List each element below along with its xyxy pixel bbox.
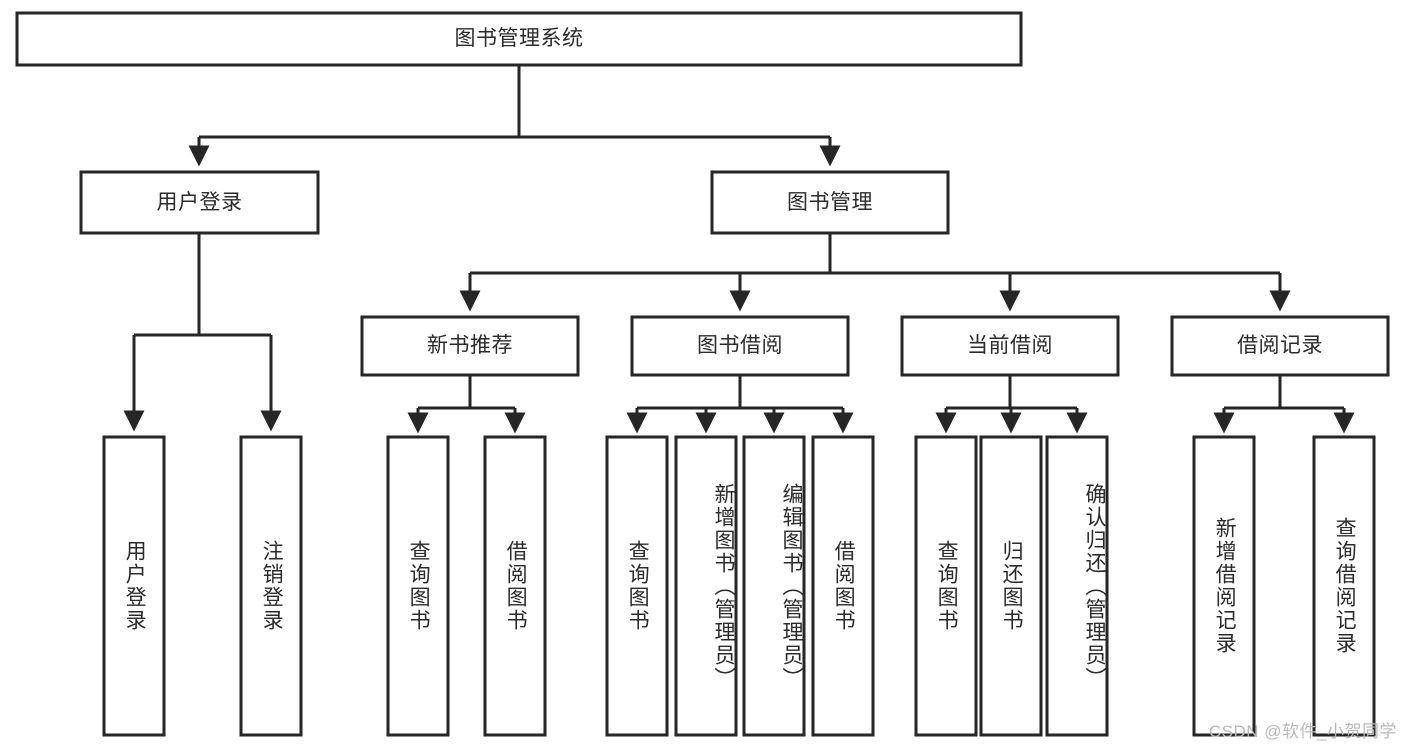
node-box-current-borrow[interactable] bbox=[900, 315, 1120, 377]
node-box-leaf-book-borrow-0[interactable] bbox=[605, 435, 669, 737]
node-box-leaf-borrow-record-0[interactable] bbox=[1192, 435, 1256, 737]
connector-book-management-to-level3 bbox=[459, 233, 1291, 312]
node-box-leaf-new-book-0[interactable] bbox=[386, 435, 450, 737]
node-box-book-management[interactable] bbox=[710, 170, 950, 235]
node-box-leaf-current-borrow-0[interactable] bbox=[914, 435, 978, 737]
node-box-leaf-current-borrow-2[interactable] bbox=[1045, 435, 1109, 737]
node-box-leaf-user-login-1[interactable] bbox=[239, 435, 303, 737]
connector-root-to-level2 bbox=[188, 66, 841, 167]
node-box-leaf-new-book-1[interactable] bbox=[483, 435, 547, 737]
node-box-leaf-user-login-0[interactable] bbox=[102, 435, 166, 737]
node-box-leaf-book-borrow-3[interactable] bbox=[811, 435, 875, 737]
node-box-leaf-current-borrow-1[interactable] bbox=[979, 435, 1043, 737]
connector-new-book-to-leaves bbox=[407, 375, 526, 434]
connector-current-borrow-to-leaves bbox=[935, 375, 1088, 434]
node-box-leaf-borrow-record-1[interactable] bbox=[1312, 435, 1376, 737]
node-box-leaf-book-borrow-2[interactable] bbox=[742, 435, 806, 737]
node-box-root[interactable] bbox=[15, 11, 1023, 67]
connector-book-borrow-to-leaves bbox=[626, 375, 854, 434]
connector-borrow-record-to-leaves bbox=[1213, 375, 1355, 434]
node-box-user-login[interactable] bbox=[79, 170, 320, 235]
csdn-watermark: CSDN @软件_小贺同学 bbox=[1208, 722, 1397, 741]
connector-user-login-to-leaves bbox=[123, 233, 282, 432]
node-box-book-borrow[interactable] bbox=[630, 315, 850, 377]
node-box-borrow-record[interactable] bbox=[1170, 315, 1390, 377]
node-box-leaf-book-borrow-1[interactable] bbox=[674, 435, 738, 737]
node-box-new-book-recommend[interactable] bbox=[360, 315, 580, 377]
